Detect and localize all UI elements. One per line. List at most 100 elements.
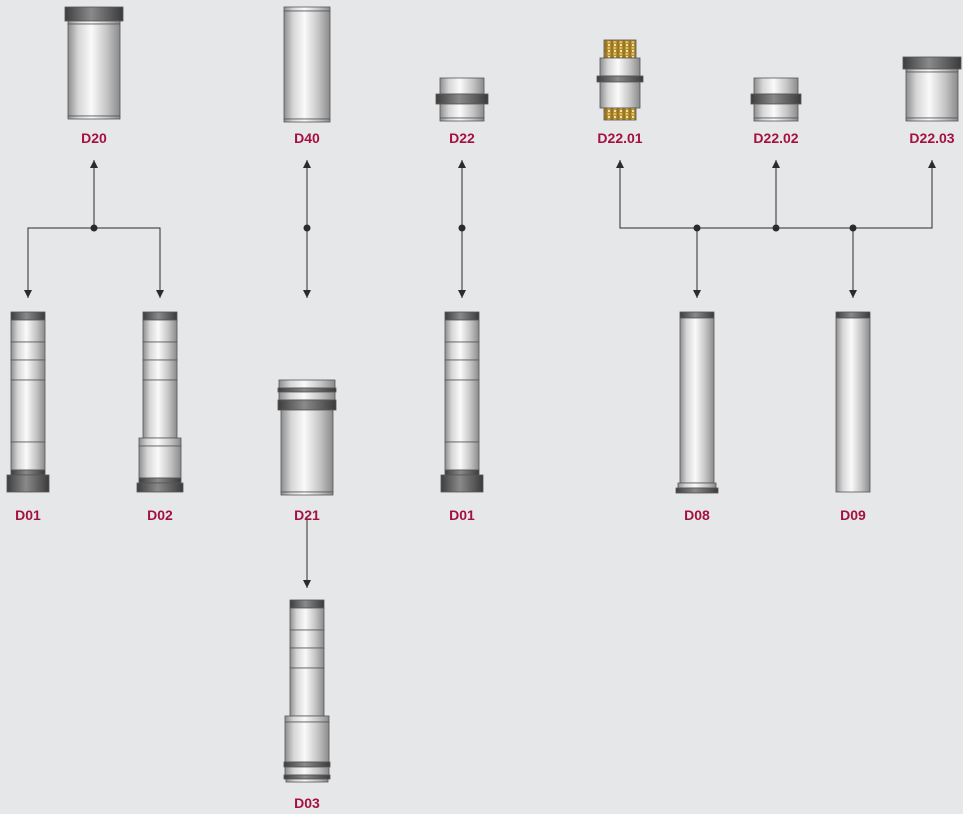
- segment: [289, 607, 325, 631]
- segment: [444, 311, 480, 321]
- bushing-collar-icon: [64, 6, 124, 120]
- segment: [278, 379, 336, 389]
- guide-pillar-icon: [6, 311, 50, 493]
- segment: [138, 445, 182, 479]
- label-d01-second: D01: [449, 507, 475, 523]
- segment: [10, 311, 46, 321]
- segment: [142, 359, 178, 381]
- segment: [10, 319, 46, 343]
- segment: [67, 23, 121, 117]
- arrow-to-d01: [24, 227, 94, 298]
- segment: [596, 75, 644, 83]
- segment: [902, 56, 962, 70]
- segment: [603, 39, 637, 59]
- collar-bushing-icon: [902, 56, 962, 122]
- junction-dot: [693, 224, 701, 232]
- segment: [905, 68, 959, 73]
- segment: [753, 103, 799, 119]
- segment: [67, 115, 121, 120]
- ball-cage-bushing-icon: [596, 39, 644, 121]
- long-pillar-icon: [835, 311, 871, 493]
- segment: [835, 317, 871, 493]
- guide-pillar-icon: [440, 311, 484, 493]
- label-d2202: D22.02: [753, 130, 798, 146]
- label-d02: D02: [147, 507, 173, 523]
- segment: [142, 319, 178, 343]
- segment: [142, 379, 178, 439]
- label-d08: D08: [684, 507, 710, 523]
- segment: [280, 409, 334, 493]
- label-d2201: D22.01: [597, 130, 642, 146]
- segment: [10, 341, 46, 361]
- junction-dot: [458, 224, 466, 232]
- label-d2203: D22.03: [909, 130, 954, 146]
- labels: D20 D40 D22 D22.01 D22.02 D22.03 D01 D02…: [15, 130, 955, 811]
- segment: [675, 487, 719, 494]
- label-d21: D21: [294, 507, 320, 523]
- segment: [10, 359, 46, 381]
- segment: [283, 761, 331, 768]
- segment: [905, 117, 959, 122]
- segment: [835, 311, 871, 319]
- junction-dot: [849, 224, 857, 232]
- label-d03: D03: [294, 795, 320, 811]
- segment: [599, 81, 641, 109]
- segment: [679, 317, 715, 484]
- segment: [67, 20, 121, 25]
- segment: [440, 474, 484, 493]
- guide-pillar-ringed-icon: [283, 599, 331, 783]
- junction-dot: [772, 224, 780, 232]
- segment: [905, 71, 959, 119]
- ringed-bushing-icon: [435, 77, 489, 122]
- segment: [10, 379, 46, 443]
- segment: [679, 311, 715, 319]
- components: [6, 6, 962, 783]
- segment: [289, 629, 325, 649]
- segment: [138, 477, 182, 484]
- label-d09: D09: [840, 507, 866, 523]
- arrow-to-d02: [94, 227, 164, 298]
- segment: [278, 391, 336, 401]
- plain-sleeve-icon: [283, 6, 331, 123]
- segment: [285, 778, 329, 783]
- segment: [64, 6, 124, 22]
- segment: [10, 469, 46, 476]
- segment: [142, 341, 178, 361]
- segment: [603, 107, 637, 121]
- ringed-sleeve-icon: [277, 379, 337, 496]
- segment: [10, 441, 46, 471]
- segment: [677, 482, 717, 489]
- segment: [283, 10, 331, 120]
- segment: [142, 311, 178, 321]
- junction-dot: [303, 224, 311, 232]
- segment: [444, 379, 480, 443]
- segment: [284, 766, 330, 776]
- segment: [280, 491, 334, 496]
- guide-pillar-shoulder-icon: [136, 311, 184, 493]
- label-d40: D40: [294, 130, 320, 146]
- segment: [289, 647, 325, 669]
- segment: [444, 341, 480, 361]
- segment: [444, 319, 480, 343]
- segment: [277, 387, 337, 393]
- label-d01: D01: [15, 507, 41, 523]
- segment: [284, 715, 330, 723]
- segment: [753, 117, 799, 122]
- long-pillar-flange-icon: [675, 311, 719, 494]
- segment: [283, 774, 331, 780]
- segment: [439, 103, 485, 119]
- segment: [444, 359, 480, 381]
- segment: [444, 469, 480, 476]
- segment: [284, 721, 330, 763]
- connectors: [24, 160, 936, 588]
- segment: [444, 441, 480, 471]
- segment: [439, 77, 485, 95]
- segment: [439, 117, 485, 122]
- segment: [283, 118, 331, 123]
- junction-dot: [90, 224, 98, 232]
- segment: [753, 77, 799, 95]
- ringed-bushing-icon: [750, 77, 802, 122]
- segment: [138, 437, 182, 447]
- segment: [289, 667, 325, 717]
